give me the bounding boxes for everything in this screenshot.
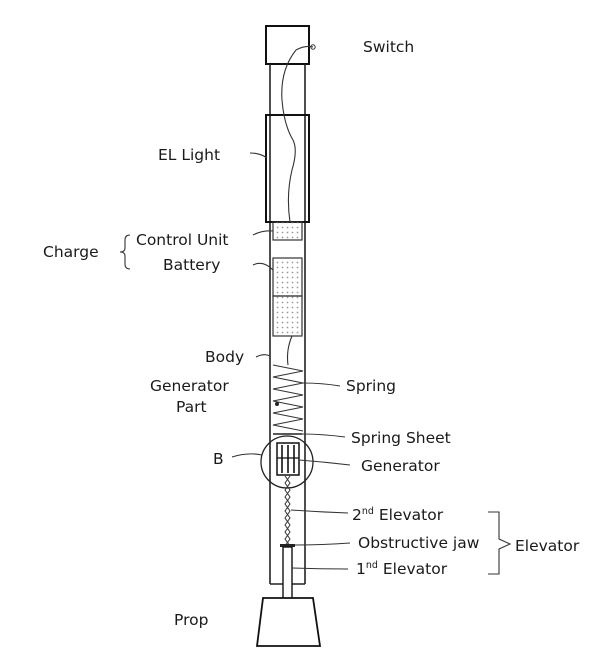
switch-contact (310, 44, 316, 50)
leader-second-elevator (290, 509, 349, 514)
label-obstructive-jaw: Obstructive jaw (358, 534, 480, 552)
label-first-elevator: 1nd Elevator (356, 560, 448, 578)
label-second-elevator: 2nd Elevator (352, 506, 444, 524)
leader-b (231, 453, 263, 458)
generator-block (276, 442, 300, 476)
generator-part-dot (275, 402, 279, 406)
label-generator-part-line1: Generator (150, 377, 229, 395)
label-b: B (213, 450, 224, 468)
prop-base (255, 597, 322, 647)
leader-el-light (249, 152, 268, 159)
leader-spring-sheet (301, 433, 346, 438)
label-charge: Charge (43, 243, 99, 261)
label-generator-part-line2: Part (176, 398, 207, 416)
leader-first-elevator (291, 567, 349, 570)
label-spring-sheet: Spring Sheet (351, 429, 451, 447)
spring-coil (272, 364, 304, 432)
wire-to-switch (295, 45, 314, 51)
battery-cell-lower (272, 295, 303, 337)
charge-bracket (119, 234, 131, 270)
elevator-bracket (488, 511, 512, 575)
switch-box (265, 25, 310, 65)
second-elevator-shaft-b (284, 475, 291, 547)
label-generator: Generator (361, 457, 440, 475)
label-battery: Battery (163, 256, 220, 274)
label-elevator: Elevator (515, 537, 580, 555)
leader-obstructive-jaw (294, 542, 351, 546)
control-unit-block (272, 221, 303, 241)
wire-lower (286, 335, 293, 366)
leader-generator (298, 459, 351, 466)
label-control-unit: Control Unit (136, 231, 229, 249)
battery-cell-upper (272, 257, 303, 297)
leader-body (255, 354, 271, 358)
label-spring: Spring (346, 377, 396, 395)
leader-spring (302, 382, 341, 387)
label-switch: Switch (363, 38, 414, 56)
label-el-light: EL Light (158, 146, 220, 164)
el-light-sleeve (265, 114, 310, 223)
label-body: Body (205, 348, 244, 366)
wire (281, 49, 297, 223)
obstructive-jaw (280, 544, 295, 547)
second-elevator-shaft (284, 475, 291, 547)
label-prop: Prop (174, 611, 208, 629)
leader-battery (252, 262, 274, 271)
leader-control-unit (252, 230, 274, 236)
